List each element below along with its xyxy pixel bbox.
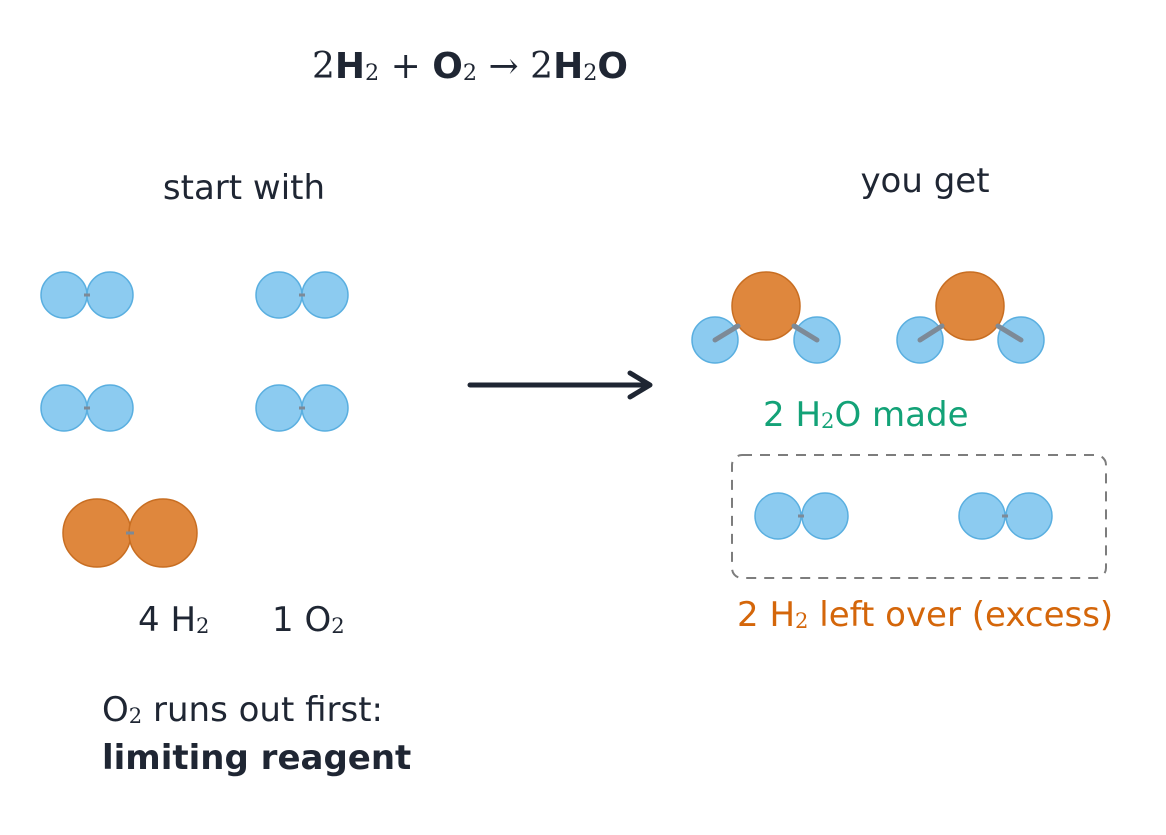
reaction-arrow xyxy=(467,370,653,400)
h2o-molecule xyxy=(691,271,841,364)
reaction-equation: 2H2 + O2 → 2H2O xyxy=(311,46,629,87)
water-made-label: 2 H2O made xyxy=(763,395,969,435)
limiting-reagent-label: limiting reagent xyxy=(102,738,412,778)
you-get-label: you get xyxy=(860,161,990,201)
h2o-molecule xyxy=(896,271,1045,364)
h2-molecule xyxy=(255,271,349,319)
limiting-note: O2 runs out first: xyxy=(102,690,383,730)
excess-box xyxy=(731,454,1107,579)
o2-count-label: 1 O2 xyxy=(272,600,345,640)
h2-molecule xyxy=(255,384,349,432)
h2-molecule xyxy=(40,271,134,319)
o2-molecule xyxy=(62,498,198,568)
h2-molecule xyxy=(40,384,134,432)
excess-h2-molecule xyxy=(958,492,1053,540)
excess-h2-molecule xyxy=(754,492,849,540)
start-with-label: start with xyxy=(162,168,326,208)
excess-label: 2 H2 left over (excess) xyxy=(737,595,1114,635)
h2-count-label: 4 H2 xyxy=(138,600,210,640)
